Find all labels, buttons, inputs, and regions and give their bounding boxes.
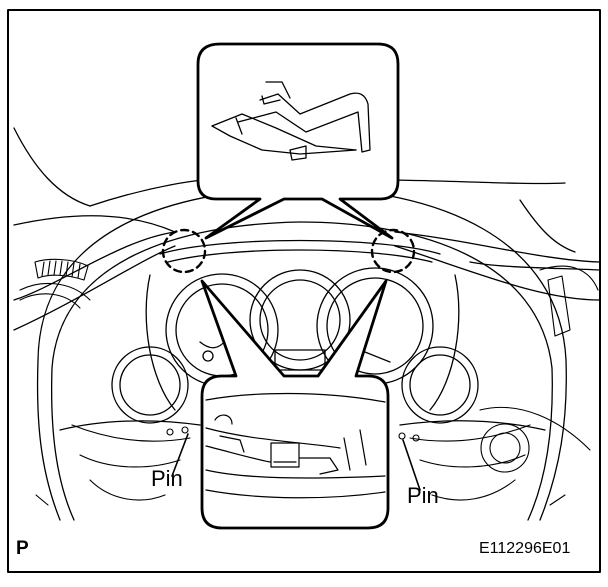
gauge-center xyxy=(249,269,351,371)
corner-letter: P xyxy=(16,538,29,559)
pin-leader-left xyxy=(171,433,189,477)
right-air-vent xyxy=(479,265,599,473)
pin-label-right: Pin xyxy=(407,483,439,508)
figure-code: E112296E01 xyxy=(479,540,571,557)
lower-dash-details xyxy=(35,424,566,506)
callout-top-box xyxy=(196,42,400,240)
figure-frame xyxy=(7,9,601,573)
clip-detail-drawing xyxy=(211,81,371,161)
clip-location-right xyxy=(370,228,416,274)
pin-detail-drawing xyxy=(205,392,386,499)
left-air-vent xyxy=(19,258,91,309)
clip-location-left xyxy=(161,228,207,274)
meter-hood xyxy=(145,239,460,411)
pin-leader-right xyxy=(402,439,421,491)
pin-label-left: Pin xyxy=(151,466,183,491)
gauge-small-left xyxy=(111,346,189,424)
callout-bottom-box xyxy=(200,279,390,530)
gauge-small-right xyxy=(401,346,479,424)
